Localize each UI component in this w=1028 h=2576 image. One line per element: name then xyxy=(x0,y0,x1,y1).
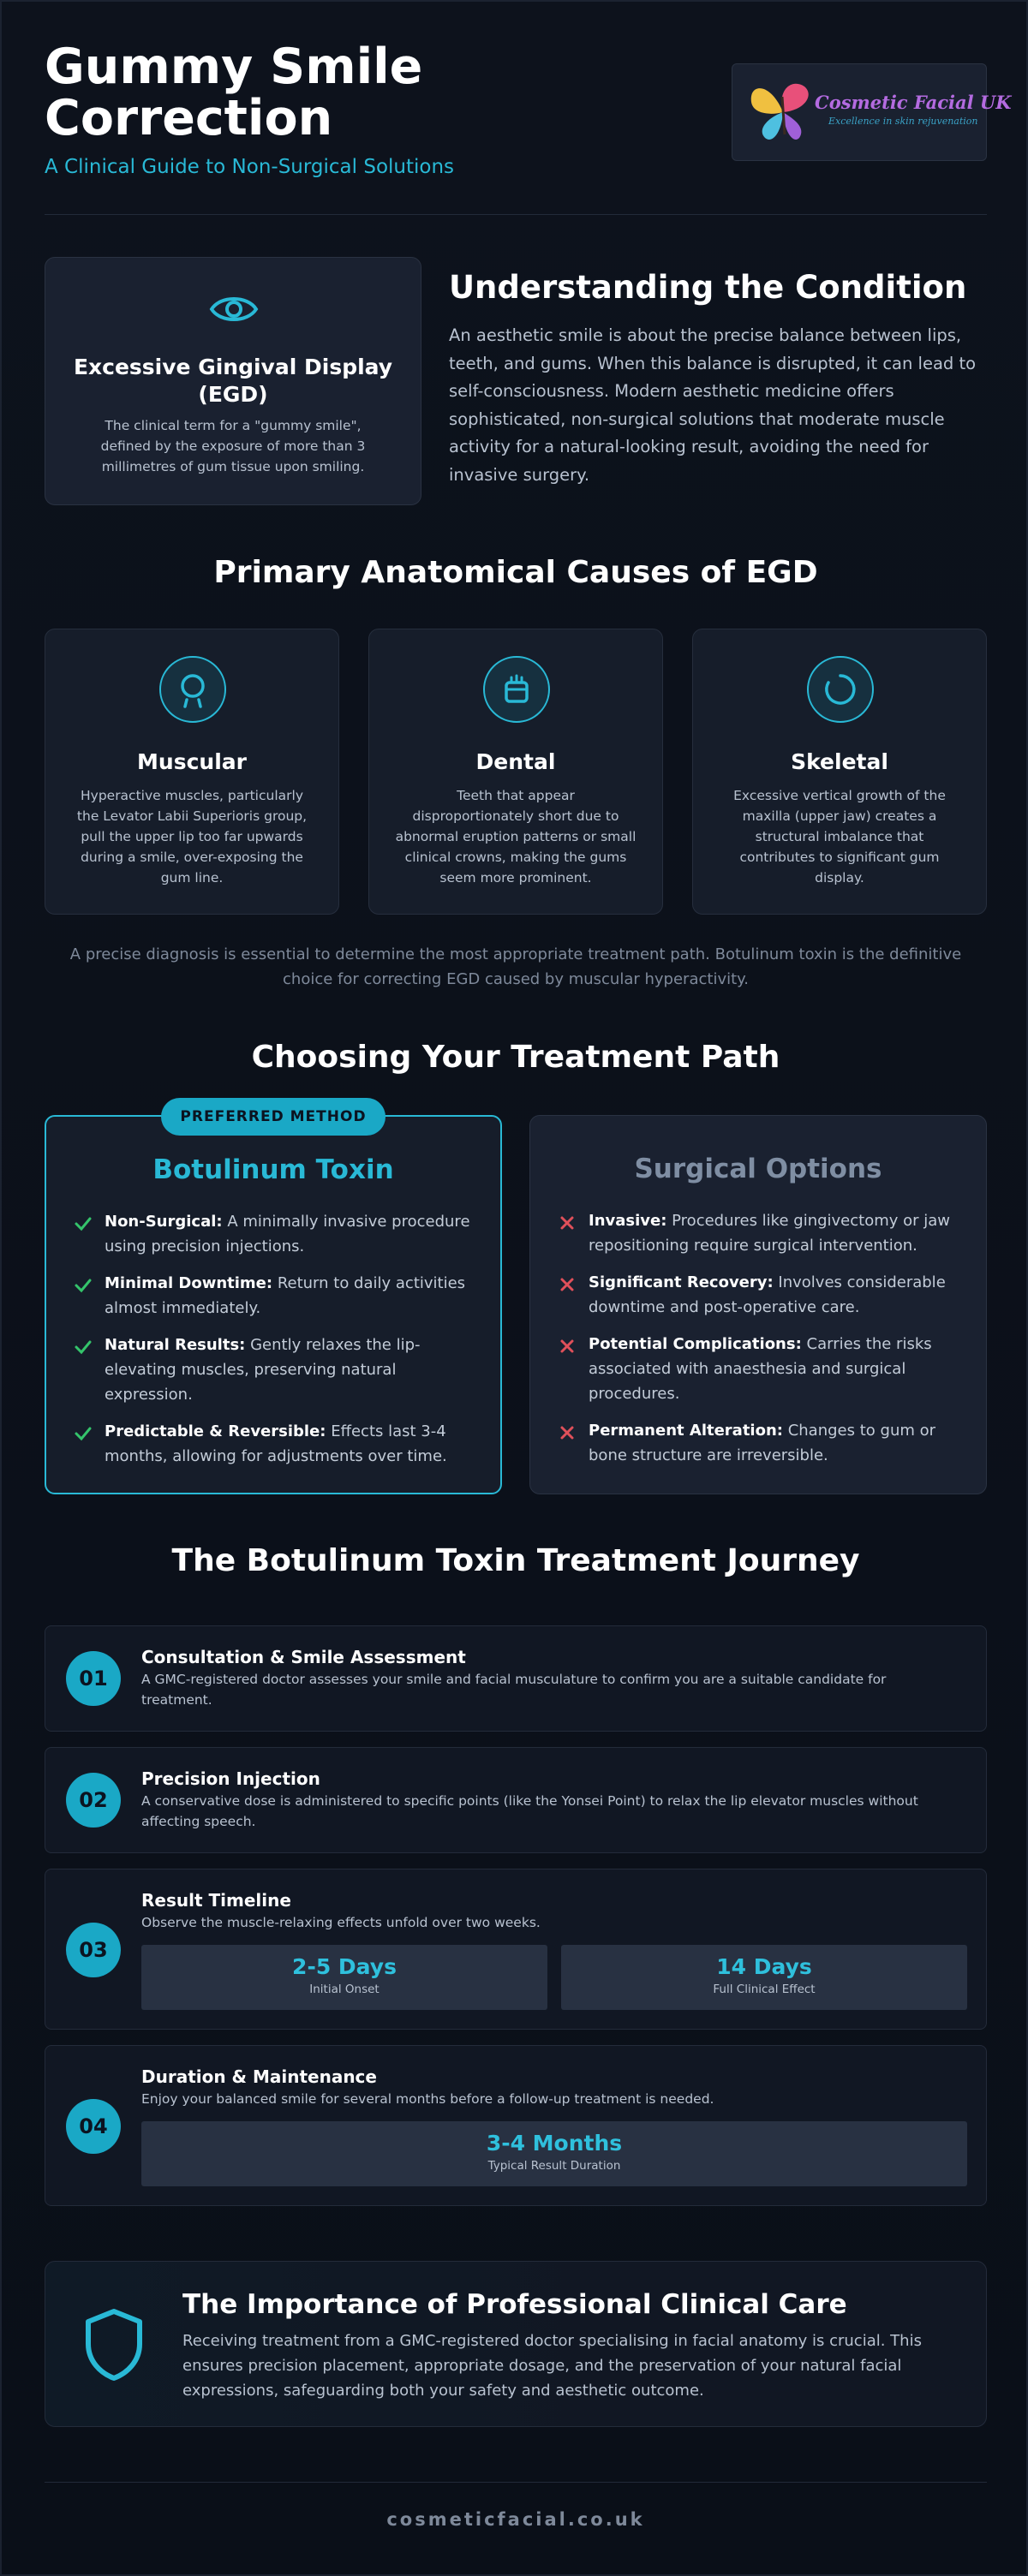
list-item: Minimal Downtime: Return to daily activi… xyxy=(74,1271,476,1321)
journey-step-3: 03 Result Timeline Observe the muscle-re… xyxy=(45,1869,987,2030)
understanding-paragraph: An aesthetic smile is about the precise … xyxy=(449,325,977,485)
surgical-option-card: Surgical Options Invasive: Procedures li… xyxy=(529,1115,987,1494)
header: Gummy Smile Correction A Clinical Guide … xyxy=(45,39,1012,195)
step-description: Enjoy your balanced smile for several mo… xyxy=(141,2091,714,2107)
check-icon xyxy=(75,1427,92,1441)
eye-icon xyxy=(209,297,259,321)
check-icon xyxy=(75,1217,92,1231)
check-icon xyxy=(75,1279,92,1293)
list-item: Permanent Alteration: Changes to gum or … xyxy=(558,1418,962,1468)
egd-title: Excessive Gingival Display (EGD) xyxy=(73,355,393,407)
butterfly-icon xyxy=(750,83,809,140)
divider xyxy=(45,214,987,215)
list-item: Natural Results: Gently relaxes the lip-… xyxy=(74,1333,476,1407)
step-description: A GMC-registered doctor assesses your sm… xyxy=(141,1672,887,1708)
cause-description: Hyperactive muscles, particularly the Le… xyxy=(76,788,308,886)
step-title: Result Timeline xyxy=(141,1890,291,1911)
muscle-icon xyxy=(159,656,226,723)
step-description: Observe the muscle-relaxing effects unfo… xyxy=(141,1915,541,1930)
stat-full-effect: 14 Days Full Clinical Effect xyxy=(561,1945,967,2010)
option-title: Surgical Options xyxy=(634,1154,882,1184)
causes-heading: Primary Anatomical Causes of EGD xyxy=(213,555,818,590)
cause-description: Teeth that appear disproportionately sho… xyxy=(395,788,637,886)
stat-value: 3-4 Months xyxy=(486,2131,623,2156)
brand-logo: Cosmetic Facial UK Excellence in skin re… xyxy=(732,63,1012,161)
egd-card: Excessive Gingival Display (EGD) The cli… xyxy=(45,257,421,505)
journey-heading: The Botulinum Toxin Treatment Journey xyxy=(171,1543,860,1578)
callout-paragraph: Receiving treatment from a GMC-registere… xyxy=(182,2332,922,2400)
preferred-badge: PREFERRED METHOD xyxy=(161,1098,386,1136)
logo-name: Cosmetic Facial UK xyxy=(815,92,1012,113)
logo-tagline: Excellence in skin rejuvenation xyxy=(828,116,978,127)
cause-description: Excessive vertical growth of the maxilla… xyxy=(733,788,946,886)
botox-option-card: PREFERRED METHOD Botulinum Toxin Non-Sur… xyxy=(45,1098,502,1494)
list-item: Potential Complications: Carries the ris… xyxy=(558,1332,962,1406)
treatment-heading: Choosing Your Treatment Path xyxy=(251,1040,780,1075)
step-number: 04 xyxy=(66,2099,121,2154)
list-item: Invasive: Procedures like gingivectomy o… xyxy=(558,1208,962,1258)
stat-initial-onset: 2-5 Days Initial Onset xyxy=(141,1945,547,2010)
list-item: Significant Recovery: Involves considera… xyxy=(558,1270,962,1320)
stat-label: Full Clinical Effect xyxy=(713,1983,816,1996)
cause-card-muscular: Muscular Hyperactive muscles, particular… xyxy=(45,629,339,915)
list-item: Predictable & Reversible: Effects last 3… xyxy=(74,1419,476,1469)
cross-icon xyxy=(560,1216,574,1230)
step-title: Precision Injection xyxy=(141,1768,320,1789)
cross-icon xyxy=(560,1339,574,1353)
footer-domain: cosmeticfacial.co.uk xyxy=(386,2509,645,2530)
list-item: Non-Surgical: A minimally invasive proce… xyxy=(74,1209,476,1259)
stat-value: 14 Days xyxy=(716,1954,812,1979)
cross-icon xyxy=(560,1278,574,1291)
drawback-list: Invasive: Procedures like gingivectomy o… xyxy=(558,1208,962,1480)
step-description: A conservative dose is administered to s… xyxy=(141,1793,918,1829)
step-title: Consultation & Smile Assessment xyxy=(141,1647,466,1667)
stat-label: Typical Result Duration xyxy=(487,2159,621,2173)
cause-name: Skeletal xyxy=(791,749,888,774)
stat-duration: 3-4 Months Typical Result Duration xyxy=(141,2121,967,2186)
step-number: 02 xyxy=(66,1773,121,1828)
journey-step-1: 01 Consultation & Smile Assessment A GMC… xyxy=(45,1625,987,1732)
tooth-icon xyxy=(483,656,550,723)
callout-heading: The Importance of Professional Clinical … xyxy=(182,2289,847,2320)
journey-step-4: 04 Duration & Maintenance Enjoy your bal… xyxy=(45,2045,987,2206)
step-number: 01 xyxy=(66,1651,121,1706)
cause-card-dental: Dental Teeth that appear disproportionat… xyxy=(368,629,663,915)
step-number: 03 xyxy=(66,1923,121,1977)
page-title: Gummy Smile Correction xyxy=(45,39,423,146)
cause-card-skeletal: Skeletal Excessive vertical growth of th… xyxy=(692,629,987,915)
cross-icon xyxy=(560,1426,574,1440)
stat-value: 2-5 Days xyxy=(292,1954,397,1979)
divider xyxy=(45,2482,987,2483)
diagnosis-note: A precise diagnosis is essential to dete… xyxy=(69,945,962,988)
journey-step-2: 02 Precision Injection A conservative do… xyxy=(45,1747,987,1853)
cause-name: Dental xyxy=(475,749,556,774)
egd-description: The clinical term for a "gummy smile", d… xyxy=(100,418,366,474)
shield-icon xyxy=(86,2309,142,2381)
check-icon xyxy=(75,1340,92,1355)
cause-name: Muscular xyxy=(137,749,247,774)
step-title: Duration & Maintenance xyxy=(141,2066,377,2087)
stat-label: Initial Onset xyxy=(309,1983,380,1996)
benefit-list: Non-Surgical: A minimally invasive proce… xyxy=(74,1209,476,1481)
growth-icon xyxy=(807,656,874,723)
page-subtitle: A Clinical Guide to Non-Surgical Solutio… xyxy=(45,156,455,178)
understanding-heading: Understanding the Condition xyxy=(449,269,967,306)
clinical-care-callout: The Importance of Professional Clinical … xyxy=(45,2261,987,2427)
option-title: Botulinum Toxin xyxy=(152,1154,394,1185)
